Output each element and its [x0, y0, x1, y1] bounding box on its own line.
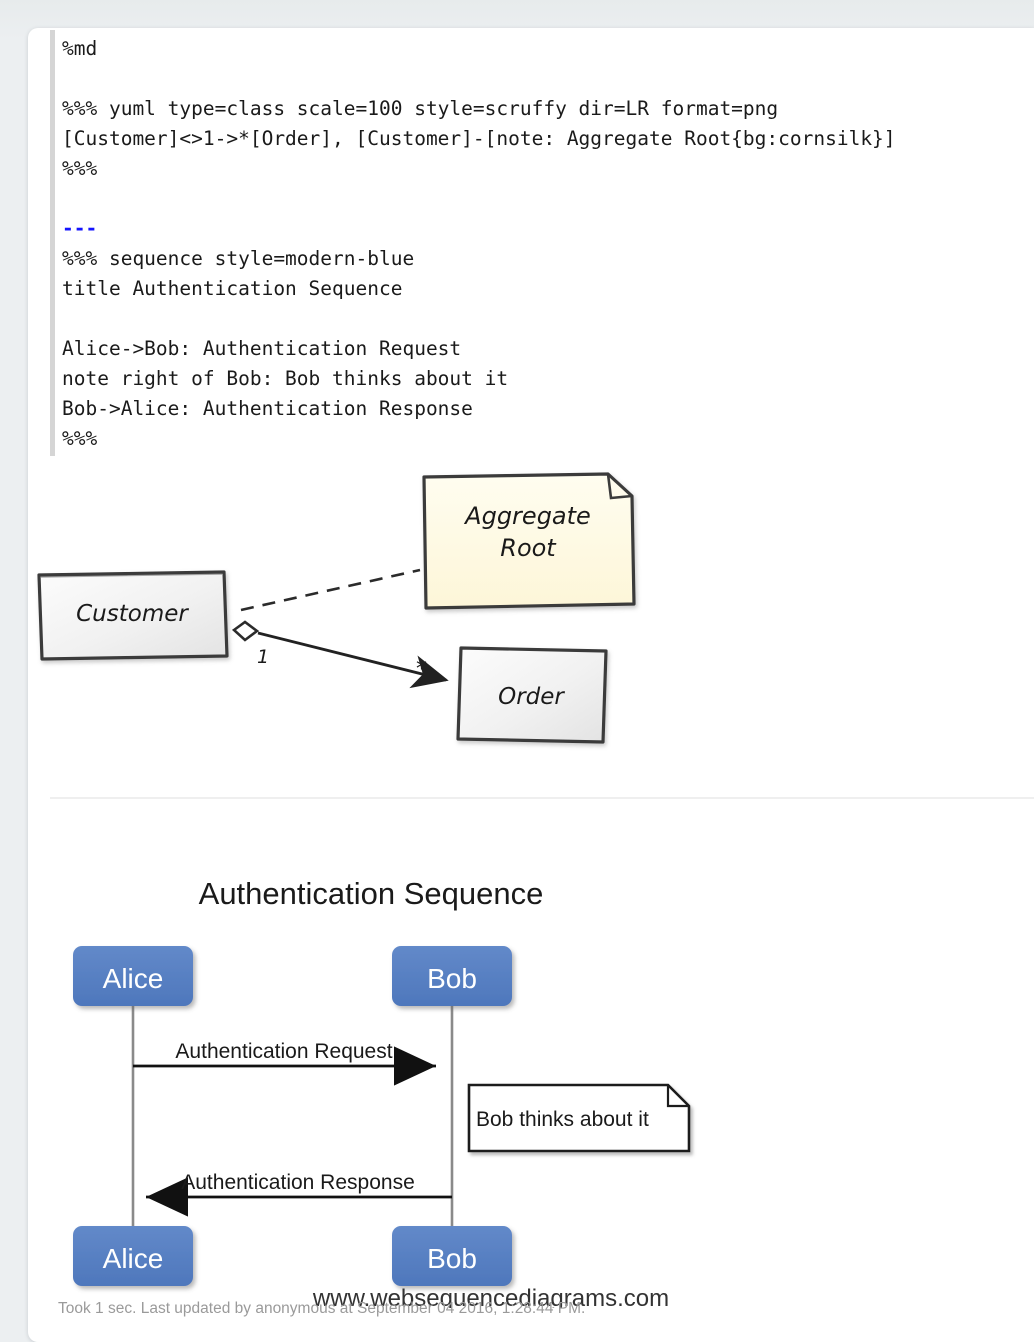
sequence-diagram-output: Authentication Sequence Alice Bob Authen… — [28, 818, 1034, 1308]
code-line: title Authentication Sequence — [62, 277, 403, 300]
note-aggregate-root — [422, 472, 636, 610]
code-line-blank — [62, 184, 1022, 214]
class-box-order — [456, 646, 608, 744]
code-line: %%% — [62, 157, 98, 180]
actor-bottom-alice-box — [73, 1226, 193, 1286]
multiplicity-to: * — [416, 657, 427, 682]
output-divider — [50, 797, 1034, 799]
sequence-title: Authentication Sequence — [199, 876, 544, 911]
note-label-line1: Aggregate — [463, 502, 591, 530]
actor-bottom-bob-label: Bob — [427, 1243, 477, 1274]
code-line-blank — [62, 304, 1022, 334]
code-line: %%% yuml type=class scale=100 style=scru… — [62, 97, 779, 120]
order-label: Order — [498, 684, 565, 710]
code-line-blank — [62, 64, 1022, 94]
note-link-dashed — [240, 568, 421, 612]
class-diagram-svg: Customer 1 * Order Aggregate Root — [37, 472, 636, 744]
editor-gutter-bar — [50, 30, 55, 456]
actor-top-bob — [392, 946, 512, 1006]
actor-top-alice — [73, 946, 193, 1006]
yuml-class-diagram-output: Customer 1 * Order Aggregate Root — [28, 458, 1034, 788]
code-line: [Customer]<>1->*[Order], [Customer]-[not… — [62, 127, 896, 150]
customer-label: Customer — [76, 601, 189, 627]
sequence-note-label: Bob thinks about it — [476, 1108, 649, 1131]
aggregation-line — [257, 631, 449, 689]
message-label-2: Authentication Response — [181, 1171, 415, 1194]
class-box-customer — [37, 570, 229, 661]
actor-bottom-alice-label: Alice — [103, 1243, 164, 1274]
actor-bottom-bob-box — [392, 1226, 512, 1286]
note-label-line2: Root — [500, 534, 557, 562]
customer-box-shape — [37, 570, 229, 661]
note-shape — [422, 472, 636, 610]
code-editor[interactable]: %md %%% yuml type=class scale=100 style=s… — [28, 28, 1034, 456]
code-line: %md — [62, 37, 98, 60]
order-box-shape — [456, 646, 608, 744]
message-label-1: Authentication Request — [175, 1040, 392, 1063]
code-line: --- — [62, 214, 1022, 244]
sequence-note-fold-icon — [666, 1085, 689, 1108]
code-line: %%% sequence style=modern-blue — [62, 247, 415, 270]
code-line: %%% — [62, 427, 98, 450]
code-token-hr: --- — [62, 217, 98, 240]
notebook-paragraph-card: %md %%% yuml type=class scale=100 style=s… — [28, 28, 1034, 1342]
code-text[interactable]: %md %%% yuml type=class scale=100 style=s… — [62, 34, 1022, 454]
sequence-note-shape — [467, 1083, 691, 1153]
aggregation-diamond — [231, 620, 260, 642]
sequence-diagram-svg: Authentication Sequence Alice Bob Authen… — [73, 876, 691, 1308]
multiplicity-from: 1 — [257, 646, 269, 668]
paragraph-status-text: Took 1 sec. Last updated by anonymous at… — [58, 1300, 586, 1317]
note-fold-corner — [606, 473, 633, 500]
actor-bottom-bob — [392, 1226, 512, 1286]
sequence-watermark: www.websequencediagrams.com — [312, 1285, 669, 1308]
code-line: Alice->Bob: Authentication Request — [62, 337, 462, 360]
code-line: Bob->Alice: Authentication Response — [62, 397, 473, 420]
actor-top-bob-box — [392, 946, 512, 1006]
actor-top-alice-label: Alice — [103, 963, 164, 994]
actor-top-bob-label: Bob — [427, 963, 477, 994]
actor-bottom-alice — [73, 1226, 193, 1286]
code-line: note right of Bob: Bob thinks about it — [62, 367, 509, 390]
sequence-note — [467, 1083, 691, 1153]
actor-top-alice-box — [73, 946, 193, 1006]
